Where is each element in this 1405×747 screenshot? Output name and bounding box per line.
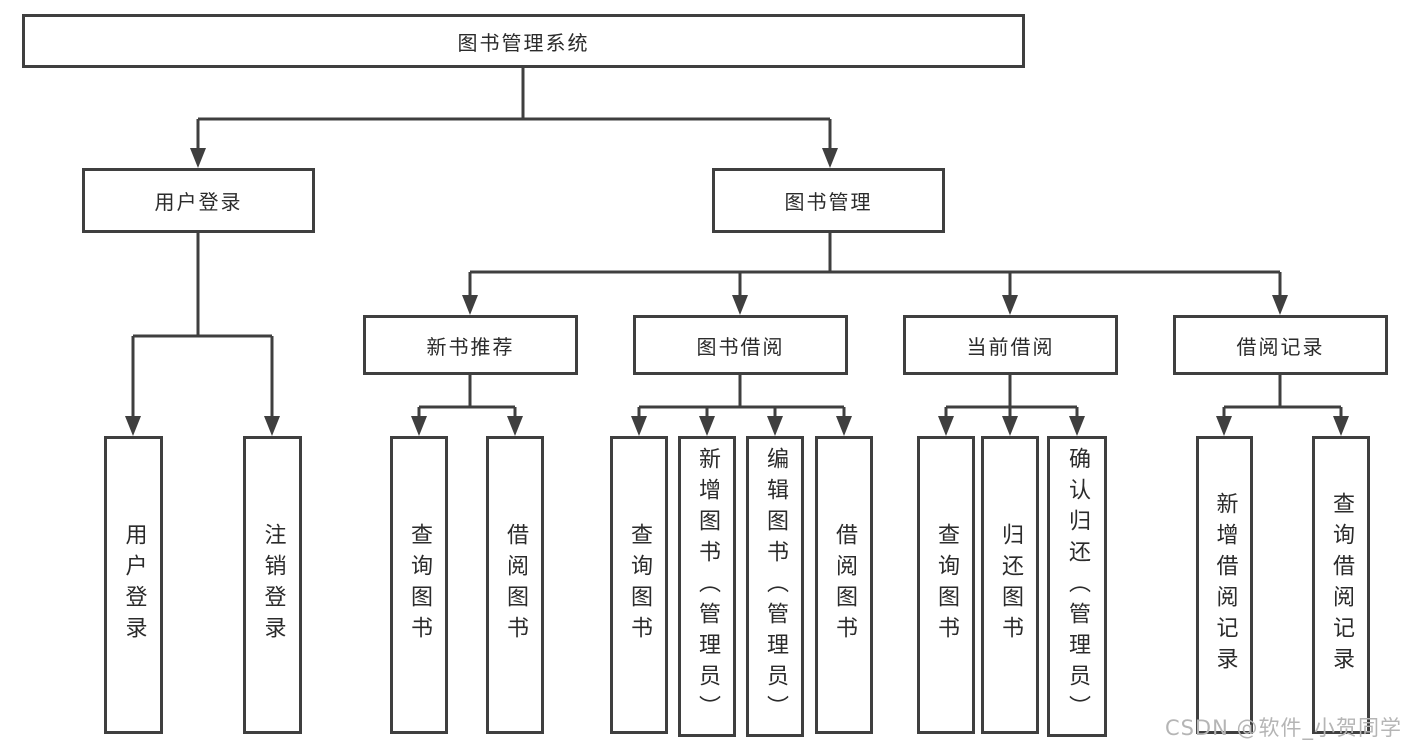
leaf-return-book: 归还图书 — [981, 436, 1039, 734]
watermark: CSDN @软件_小贺同学 — [1164, 716, 1402, 740]
node-book-borrowing: 图书借阅 — [633, 315, 848, 375]
node-borrow-records: 借阅记录 — [1173, 315, 1388, 375]
leaf-query-borrow-record: 查询借阅记录 — [1312, 436, 1370, 734]
node-user-login: 用户登录 — [82, 168, 315, 233]
leaf-edit-book-admin: 编辑图书（管理员） — [746, 436, 804, 737]
leaf-query-books-current: 查询图书 — [917, 436, 975, 734]
node-new-book-recommend: 新书推荐 — [363, 315, 578, 375]
node-book-management: 图书管理 — [712, 168, 945, 233]
node-library-management-system: 图书管理系统 — [22, 14, 1025, 68]
leaf-borrow-books-borrowing: 借阅图书 — [815, 436, 873, 734]
leaf-add-borrow-record: 新增借阅记录 — [1196, 436, 1253, 734]
leaf-confirm-return-admin: 确认归还（管理员） — [1047, 436, 1107, 737]
leaf-add-book-admin: 新增图书（管理员） — [678, 436, 736, 737]
leaf-query-books-recommend: 查询图书 — [390, 436, 448, 734]
leaf-user-login: 用户登录 — [104, 436, 163, 734]
leaf-query-books-borrowing: 查询图书 — [610, 436, 668, 734]
leaf-borrow-books-recommend: 借阅图书 — [486, 436, 544, 734]
node-current-borrowing: 当前借阅 — [903, 315, 1118, 375]
leaf-logout: 注销登录 — [243, 436, 302, 734]
